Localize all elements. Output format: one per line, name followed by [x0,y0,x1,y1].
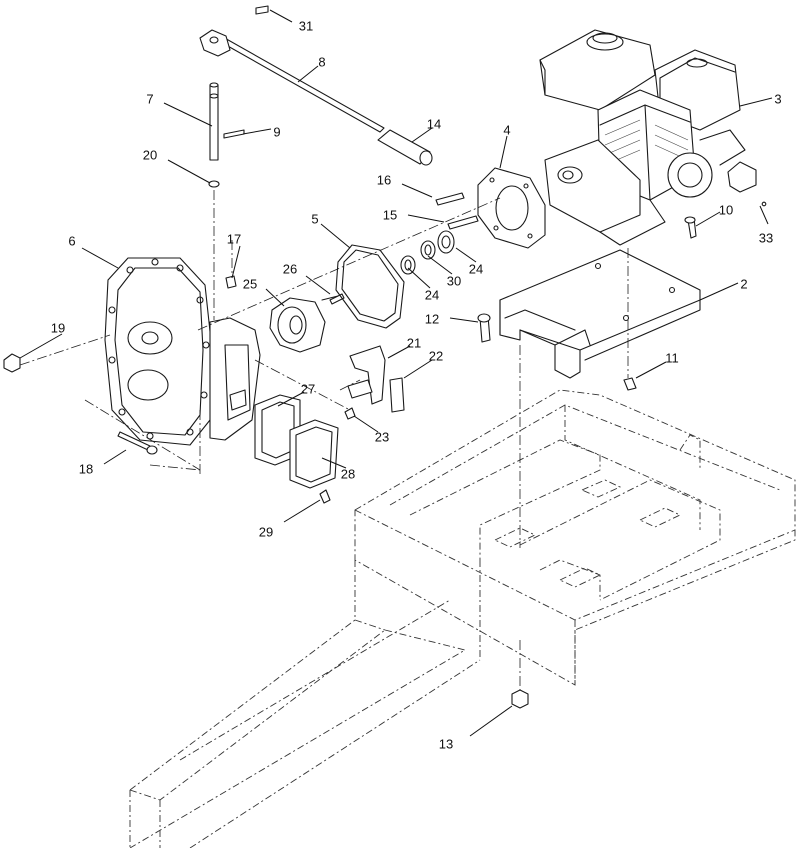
leader-line-c30 [427,255,453,275]
callout-c23: 23 [375,429,389,444]
inspection-cover [254,394,339,504]
leader-line-c10 [695,211,721,227]
callout-c24b: 24 [425,287,439,302]
callout-c15: 15 [383,207,397,222]
frame-assembly [129,389,796,848]
leader-line-c9 [242,128,272,135]
leader-line-c14 [411,127,433,143]
leader-line-c20 [167,159,211,184]
engine-bolt [684,216,697,239]
callout-c16: 16 [377,172,391,187]
callout-c18: 18 [79,461,93,476]
idler-bracket [344,345,405,420]
leader-line-c4 [499,135,508,169]
adapter-plate [477,167,546,249]
callout-c20: 20 [143,147,157,162]
leader-line-c6 [81,247,119,269]
misc-fasteners [3,275,237,455]
leader-line-c33 [759,205,769,225]
leader-line-c2 [699,282,739,301]
leader-line-c29 [283,499,321,523]
callout-c30: 30 [447,273,461,288]
callout-c31: 31 [299,18,313,33]
leader-line-c22 [403,359,433,379]
callout-c25: 25 [243,276,257,291]
callout-c9: 9 [273,124,280,139]
seal-spacers [400,230,455,275]
callout-c29: 29 [259,524,273,539]
leader-line-c23 [353,415,379,433]
gearbox-housing [104,257,261,446]
callout-labels: 31 8 3 7 9 14 4 20 16 10 15 33 5 6 17 24 2 26 25 30 24 12 19 21… [19,9,782,751]
coupling [269,293,345,353]
callout-c33: 33 [759,230,773,245]
leader-line-c31 [269,9,293,23]
callout-c6: 6 [68,233,75,248]
callout-c7: 7 [146,91,153,106]
callout-c12: 12 [425,311,439,326]
leader-line-c11 [635,361,667,379]
leader-line-c27 [277,391,305,407]
engine-cover [727,161,767,207]
callout-c3: 3 [774,91,781,106]
leader-line-c24b [407,267,431,289]
leader-line-c13 [469,705,513,737]
leader-line-c28 [321,457,347,469]
control-linkage [199,5,433,188]
leader-line-c7 [163,102,213,127]
callout-c14: 14 [427,116,441,131]
leader-line-c17 [231,245,241,279]
leader-line-c16 [401,183,433,198]
adapter-bolts [435,192,479,230]
leader-line-c15 [407,214,445,223]
callout-c27: 27 [301,381,315,396]
callout-c10: 10 [719,202,733,217]
callout-c22: 22 [429,348,443,363]
callout-c21: 21 [407,335,421,350]
leader-line-c8 [297,65,319,83]
leader-line-c26 [305,275,331,295]
mount-hardware [477,313,637,709]
callout-c8: 8 [318,54,325,69]
leader-line-c21 [387,345,411,359]
callout-c24a: 24 [469,261,483,276]
leader-line-c12 [449,317,479,323]
housing-bolts [108,258,210,440]
leader-line-c3 [739,97,773,107]
callout-c5: 5 [311,211,318,226]
callout-c19: 19 [51,320,65,335]
callout-c26: 26 [283,261,297,276]
gasket [335,244,405,329]
mount-plate [499,249,701,379]
callout-c2: 2 [740,276,747,291]
leader-line-c24a [455,247,477,263]
engine [539,29,746,246]
leader-line-c25 [265,288,285,307]
callout-c13: 13 [439,736,453,751]
callout-c4: 4 [503,122,510,137]
callout-c17: 17 [227,231,241,246]
leader-line-c5 [320,223,351,249]
callout-c11: 11 [665,350,679,365]
callout-c28: 28 [341,466,355,481]
assembly-centerlines [19,190,629,690]
leader-line-c18 [103,449,127,465]
leader-line-c19 [19,333,63,359]
